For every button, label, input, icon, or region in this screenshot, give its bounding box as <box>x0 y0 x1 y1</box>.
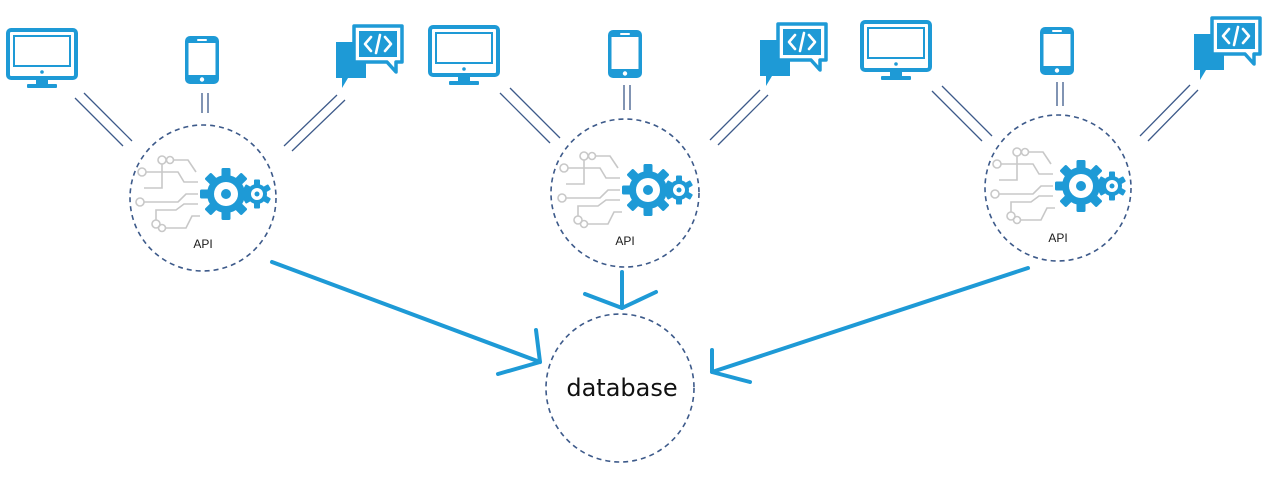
client-group-1 <box>6 24 404 90</box>
arrow-api1-to-database <box>270 260 542 376</box>
arrow-api3-to-database <box>710 266 1030 384</box>
code-chat-bubble-icon <box>334 24 404 90</box>
client-api-connectors-2 <box>499 85 769 146</box>
api-to-database-arrows <box>270 260 1030 384</box>
smartphone-icon <box>185 36 219 84</box>
database-node: database <box>545 313 695 463</box>
smartphone-icon <box>1040 27 1074 75</box>
desktop-monitor-icon <box>860 20 932 82</box>
client-group-3 <box>860 16 1262 82</box>
desktop-monitor-icon <box>6 28 78 90</box>
client-api-connectors-3 <box>931 82 1199 142</box>
api-node-3: API <box>984 114 1132 262</box>
api-label: API <box>1048 231 1067 245</box>
api-node-2: API <box>550 118 700 268</box>
api-label: API <box>193 237 212 251</box>
desktop-monitor-icon <box>428 25 500 87</box>
smartphone-icon <box>608 30 642 78</box>
code-chat-bubble-icon <box>1192 16 1262 82</box>
api-label: API <box>615 234 634 248</box>
arrow-api2-to-database <box>583 270 658 310</box>
client-group-2 <box>428 22 828 88</box>
client-api-connectors-1 <box>74 92 346 152</box>
api-node-1: API <box>129 124 277 272</box>
code-chat-bubble-icon <box>758 22 828 88</box>
database-label: database <box>566 374 677 402</box>
database-circle <box>545 313 695 463</box>
